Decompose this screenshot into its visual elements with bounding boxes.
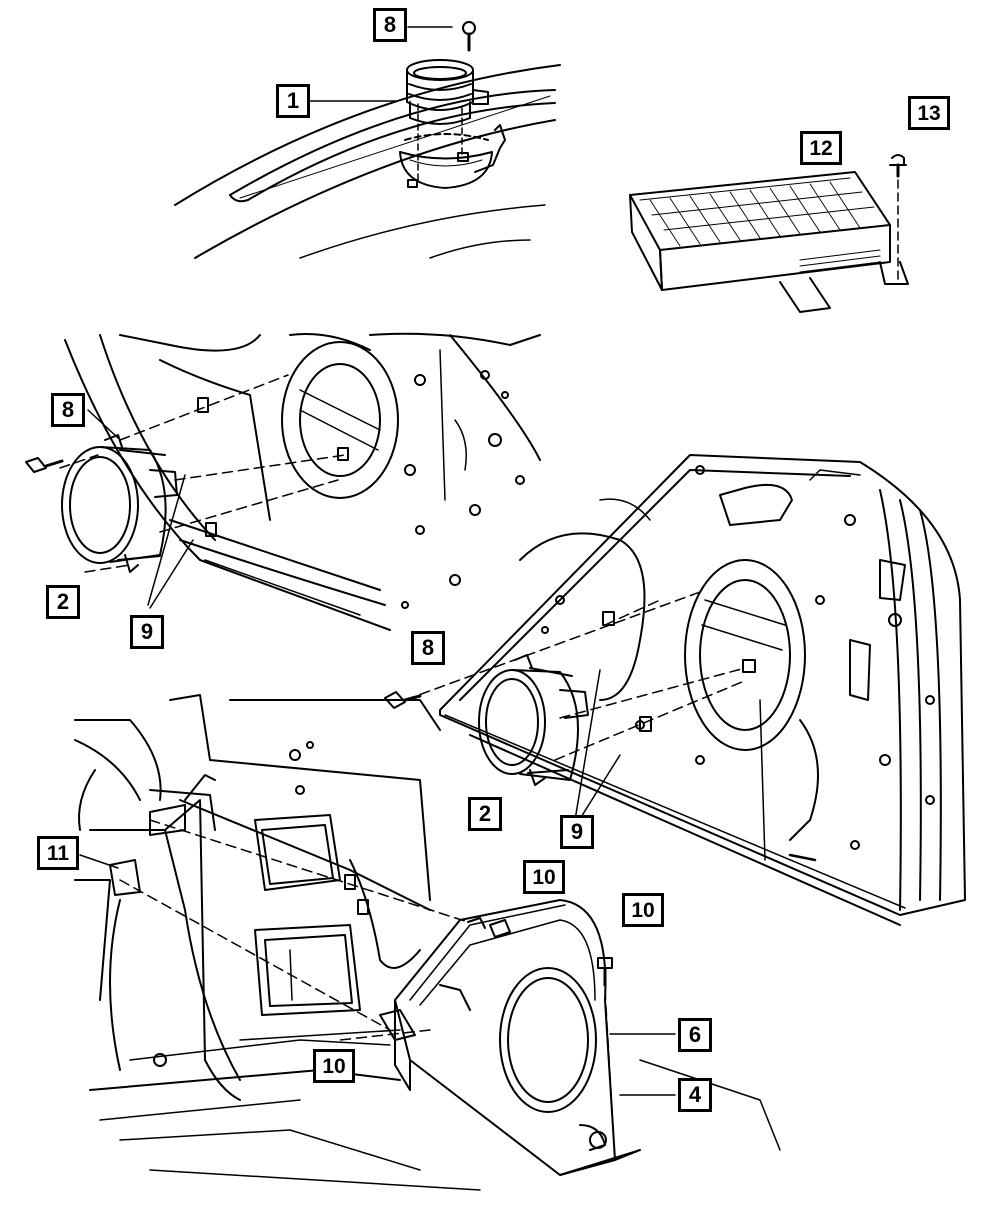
amplifier-module (629, 154, 909, 313)
rear-door-speaker-view (384, 454, 966, 926)
callout-8-right: 8 (411, 631, 445, 665)
callout-2-left: 2 (46, 585, 80, 619)
callout-10-a: 10 (523, 860, 565, 894)
callout-8-top: 8 (373, 8, 407, 42)
instrument-panel-center-speaker-view (174, 21, 561, 259)
callout-4: 4 (678, 1078, 712, 1112)
front-door-speaker-view (25, 332, 541, 631)
callout-12: 12 (800, 131, 842, 165)
callout-1: 1 (276, 84, 310, 118)
rear-subwoofer-enclosure-view (74, 694, 781, 1191)
callout-6: 6 (678, 1018, 712, 1052)
callout-11: 11 (37, 836, 79, 870)
callout-9-right: 9 (560, 815, 594, 849)
callout-10-b: 10 (622, 893, 664, 927)
callout-9-left: 9 (130, 615, 164, 649)
callout-10-c: 10 (313, 1049, 355, 1083)
callout-13: 13 (908, 96, 950, 130)
callout-2-right: 2 (468, 797, 502, 831)
callout-8-left: 8 (51, 393, 85, 427)
